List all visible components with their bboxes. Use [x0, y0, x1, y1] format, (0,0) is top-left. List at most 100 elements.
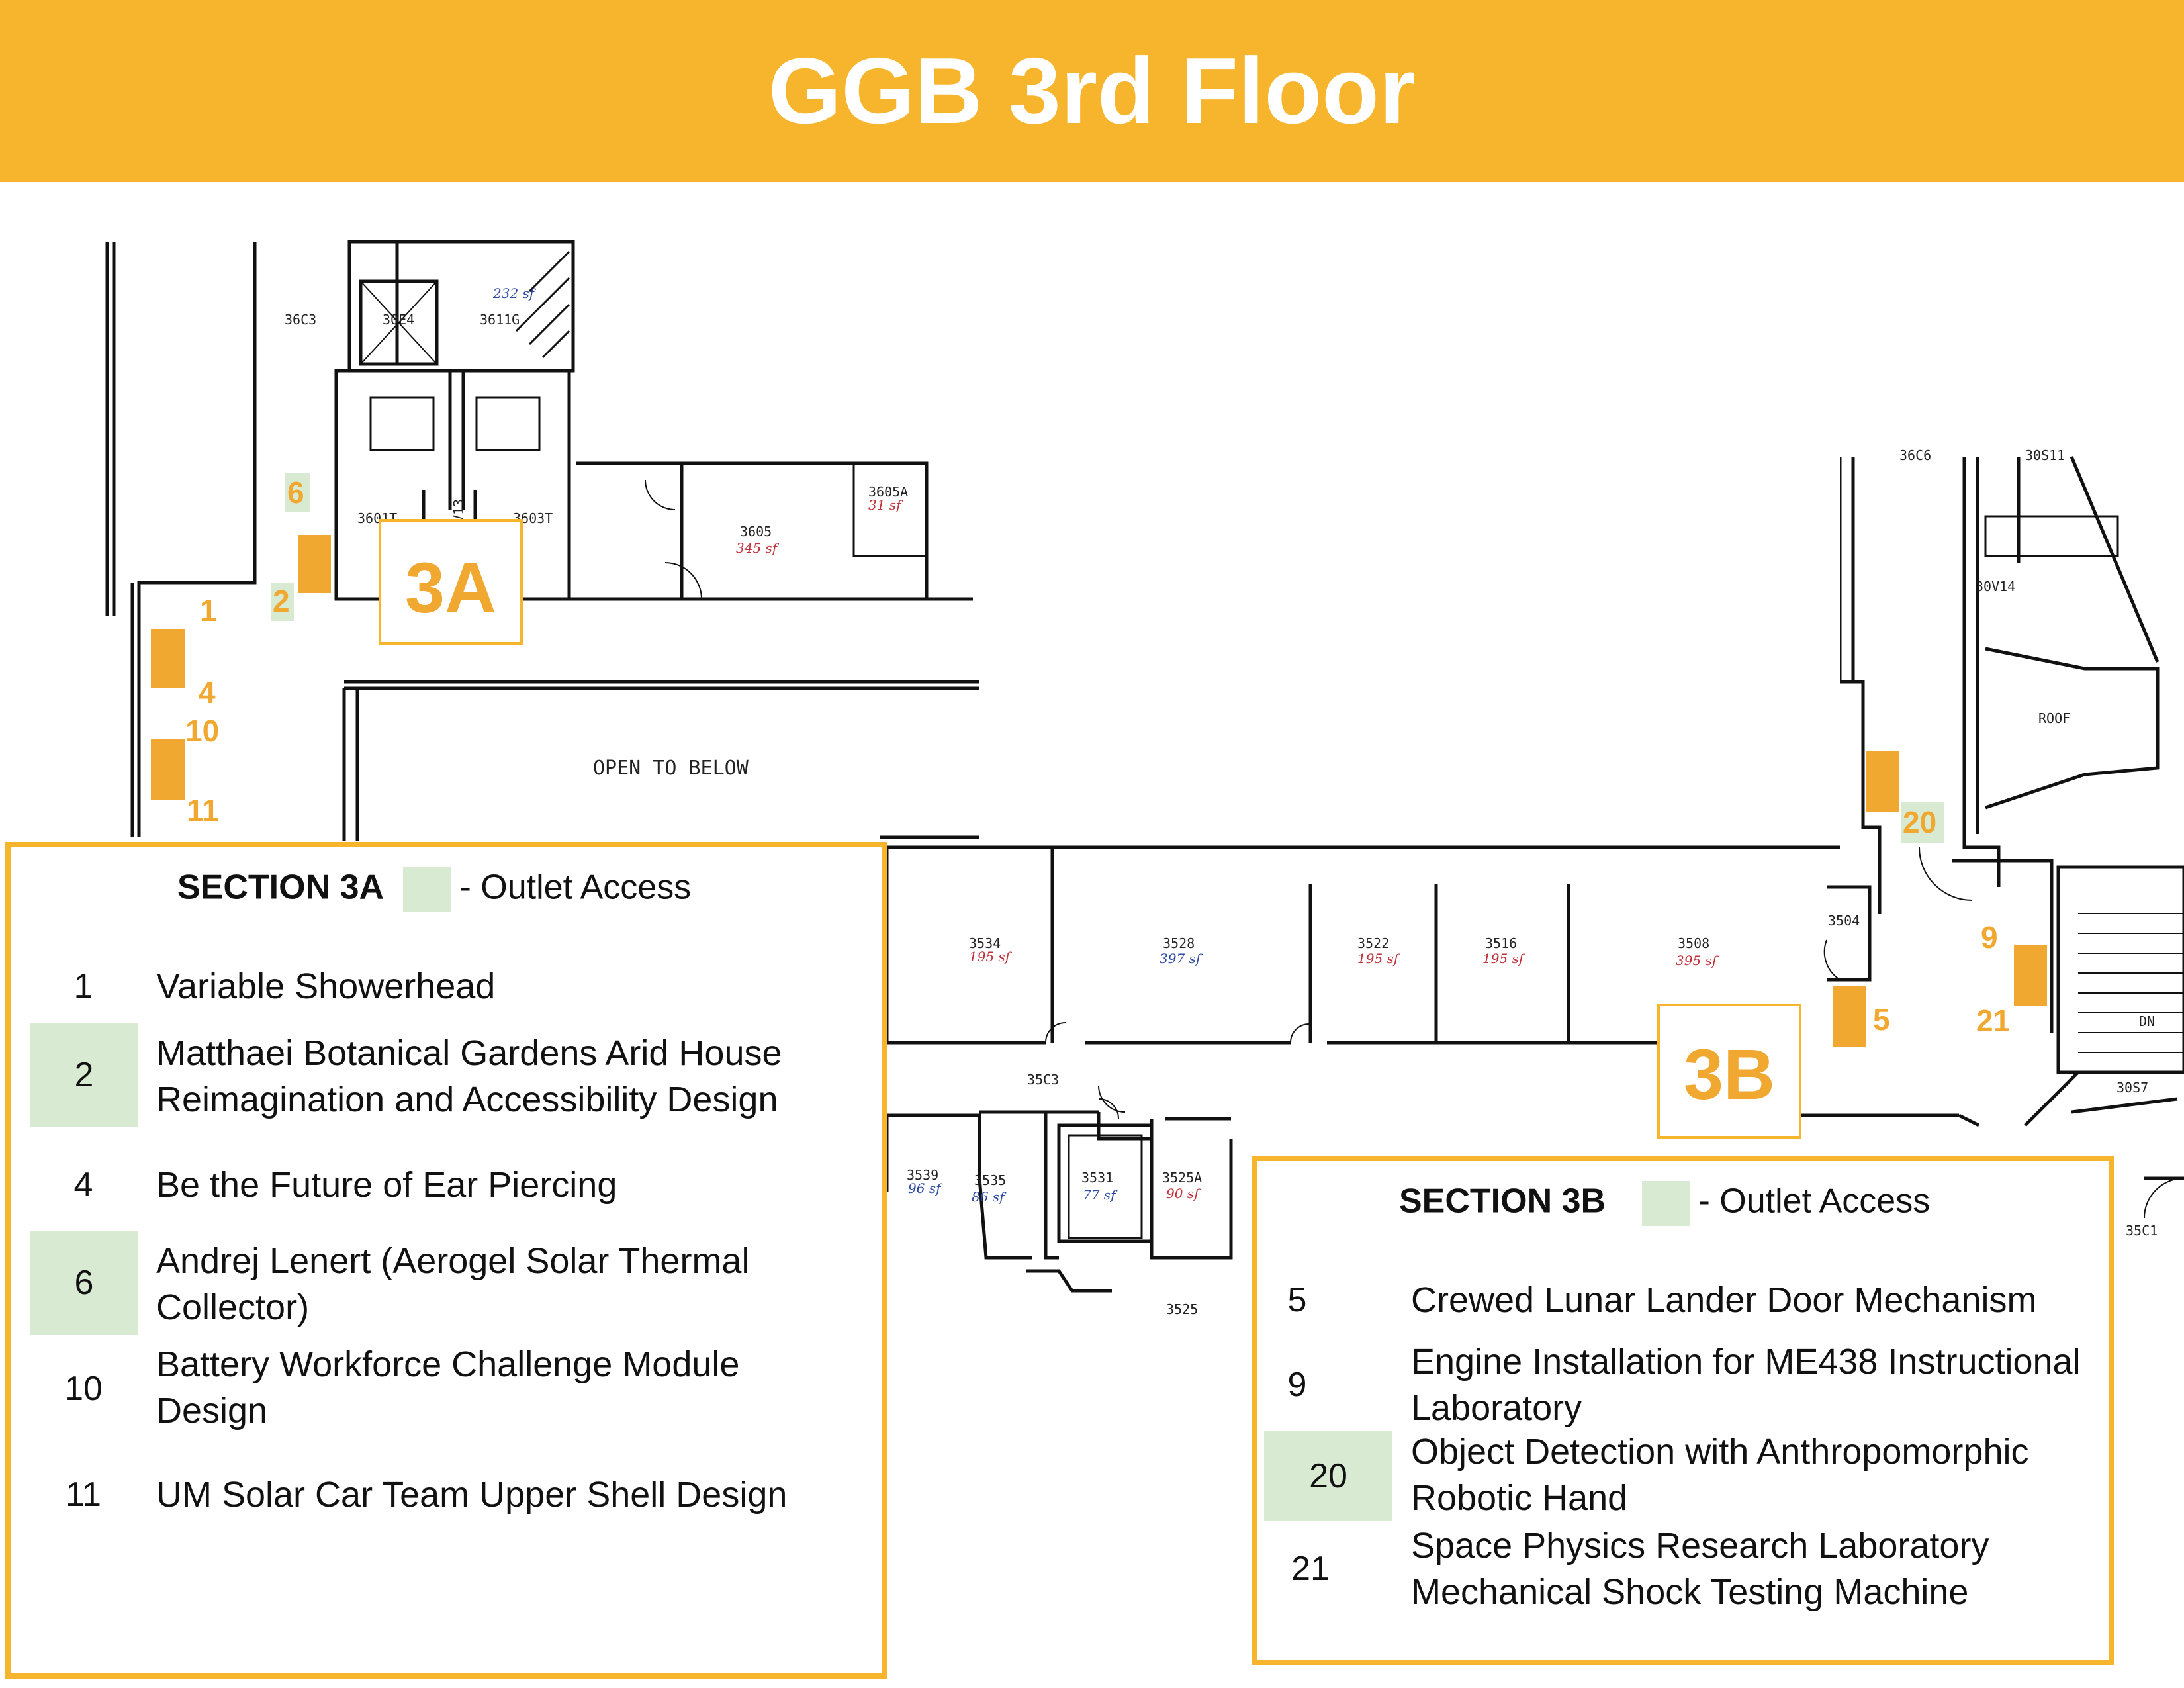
room-label: 3522	[1357, 935, 1389, 951]
outlet-access-label: - Outlet Access	[459, 868, 692, 907]
item-description: Crewed Lunar Lander Door Mechanism	[1411, 1280, 2037, 1320]
room-area: 86 sf	[972, 1189, 1007, 1205]
room-area: 397 sf	[1160, 951, 1203, 966]
outlet-highlight	[1901, 802, 1944, 843]
room-label: 30E4	[383, 312, 414, 328]
exhibit-markers[interactable]	[151, 535, 2047, 1047]
room-label: 30S11	[2025, 447, 2065, 463]
room-label: 3504	[1828, 913, 1860, 929]
room-label: 3611G	[480, 312, 520, 328]
item-description: Space Physics Research Laboratory Mechan…	[1411, 1526, 1989, 1612]
page-title: GGB 3rd Floor	[768, 38, 1416, 144]
room-label: 3534	[969, 935, 1001, 951]
room-label: 30V14	[1976, 579, 2015, 594]
list-item: 1 Variable Showerhead	[11, 947, 882, 1026]
room-label: 36C3	[285, 312, 316, 328]
room-label: 3539	[907, 1167, 938, 1183]
marker-9: 9	[1981, 920, 1998, 955]
section-labels: 3A 3B	[379, 519, 1801, 1139]
room-area: 232 sf	[492, 285, 537, 301]
list-item: 10 Battery Workforce Challenge Module De…	[11, 1337, 882, 1443]
room-area: 31 sf	[868, 497, 903, 513]
outlet-highlight	[271, 583, 294, 621]
list-item: 9 Engine Installation for ME438 Instruct…	[1257, 1338, 2109, 1431]
outlet-highlight	[285, 473, 310, 512]
room-label: 3525A	[1162, 1170, 1202, 1186]
section-3a-box	[379, 519, 523, 645]
room-label: 3535	[974, 1172, 1006, 1188]
item-number: 4	[73, 1166, 93, 1204]
item-number: 9	[1287, 1366, 1307, 1404]
room-label: 3605	[740, 524, 772, 539]
section-3b-box	[1657, 1004, 1801, 1139]
marker-numbers[interactable]: 6 2 1 4 10 11 20 9 21 5	[185, 475, 2010, 1038]
list-item: 5 Crewed Lunar Lander Door Mechanism	[1257, 1260, 2109, 1340]
exhibit-block	[151, 629, 185, 688]
hatched-wall	[515, 250, 570, 359]
floor-plan-walls	[105, 240, 2184, 1293]
exhibit-block	[151, 739, 185, 800]
section-3a-label: 3A	[405, 547, 496, 628]
item-number: 11	[66, 1476, 101, 1514]
item-description: Battery Workforce Challenge Module Desig…	[156, 1344, 740, 1430]
room-area: 195 sf	[1357, 951, 1401, 966]
roof-label: ROOF	[2038, 710, 2070, 726]
legend-header: SECTION 3A - Outlet Access	[177, 867, 691, 912]
item-description: Be the Future of Ear Piercing	[156, 1165, 617, 1205]
item-number: 10	[64, 1370, 103, 1408]
room-label: 3531	[1081, 1170, 1113, 1186]
outlet-highlights	[271, 473, 1944, 843]
room-area: 345 sf	[736, 540, 780, 556]
list-item: 6 Andrej Lenert (Aerogel Solar Thermal C…	[11, 1231, 882, 1337]
legend-header: SECTION 3B - Outlet Access	[1399, 1181, 1930, 1226]
room-area: 96 sf	[908, 1180, 943, 1196]
blank-region	[979, 437, 1840, 834]
item-number: 5	[1287, 1281, 1307, 1319]
legend-section-title: SECTION 3B	[1399, 1182, 1606, 1221]
list-item: 4 Be the Future of Ear Piercing	[11, 1145, 882, 1225]
room-label: 3516	[1485, 935, 1517, 951]
item-number: 6	[30, 1231, 138, 1335]
marker-2: 2	[273, 584, 290, 618]
item-number: 20	[1264, 1431, 1392, 1521]
room-area: 195 sf	[969, 949, 1013, 964]
room-label: 35C1	[2126, 1223, 2158, 1239]
room-label: 3605A	[868, 484, 908, 500]
exhibit-block	[2014, 945, 2047, 1006]
item-description: Matthaei Botanical Gardens Arid House Re…	[156, 1033, 782, 1119]
room-label: 35C3	[1027, 1072, 1059, 1088]
room-label: 36C6	[1899, 447, 1931, 463]
outlet-swatch	[1641, 1181, 1690, 1226]
item-description: Engine Installation for ME438 Instructio…	[1411, 1342, 2081, 1428]
list-item: 20 Object Detection with Anthropomorphic…	[1257, 1429, 2109, 1521]
room-labels: 36C3 30E4 3611G 232 sf 3601T 3603T V13 3…	[285, 285, 2158, 1317]
marker-20: 20	[1903, 805, 1936, 839]
room-area: 90 sf	[1166, 1186, 1201, 1201]
list-item: 21 Space Physics Research Laboratory Mec…	[1257, 1523, 2109, 1615]
list-item: 11 UM Solar Car Team Upper Shell Design	[11, 1455, 882, 1534]
marker-6: 6	[287, 475, 304, 510]
item-description: UM Solar Car Team Upper Shell Design	[156, 1475, 788, 1515]
item-number: 1	[73, 967, 93, 1006]
item-number: 21	[1291, 1550, 1330, 1588]
exhibit-block	[1833, 986, 1866, 1047]
exhibit-block	[1866, 751, 1899, 812]
legend-section-title: SECTION 3A	[177, 868, 385, 907]
stair-down-label: DN	[2139, 1013, 2155, 1029]
room-area: 195 sf	[1482, 951, 1526, 966]
item-description: Variable Showerhead	[156, 966, 496, 1006]
legend-section-3b: SECTION 3B - Outlet Access 5 Crewed Luna…	[1252, 1156, 2114, 1665]
marker-5: 5	[1873, 1002, 1890, 1037]
room-label: 3528	[1163, 935, 1195, 951]
room-area: 77 sf	[1083, 1187, 1118, 1203]
room-label: V13	[451, 499, 467, 523]
room-area: 395 sf	[1676, 953, 1719, 968]
section-3b-label: 3B	[1684, 1034, 1775, 1114]
room-label: 3525	[1166, 1301, 1198, 1317]
open-to-below-label: OPEN TO BELOW	[593, 757, 749, 780]
item-description: Andrej Lenert (Aerogel Solar Thermal Col…	[156, 1241, 750, 1327]
legend-section-3a: SECTION 3A - Outlet Access 1 Variable Sh…	[5, 842, 887, 1679]
marker-10: 10	[185, 714, 219, 748]
outlet-access-label: - Outlet Access	[1698, 1182, 1931, 1221]
